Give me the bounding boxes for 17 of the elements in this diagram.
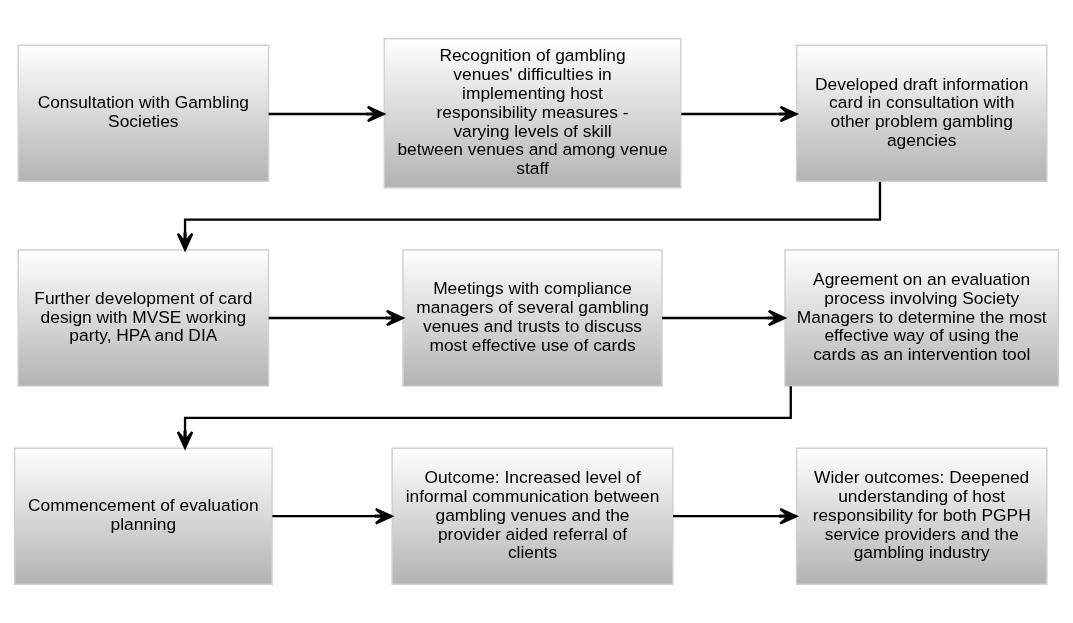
node-box: Developed draft information card in consultation with other problem gambling agencies (795, 44, 1048, 182)
node-box: Agreement on an evaluation process involving Society Managers to determine the most effective way of using the cards as an intervention tool (784, 249, 1060, 387)
node-box: Recognition of gambling venues' difficulties in implementing host responsibility measures - varying levels of skill between venues and among venue staff (383, 38, 682, 189)
arrow (176, 181, 882, 251)
arrow (272, 507, 393, 525)
arrow (681, 105, 798, 123)
arrow (176, 386, 792, 450)
node-box: Commencement of evaluation planning (13, 447, 273, 585)
arrow (268, 105, 385, 123)
arrow (662, 309, 786, 327)
arrow (673, 507, 798, 525)
node-box: Consultation with Gambling Societies (17, 44, 270, 182)
node-box: Meetings with compliance managers of several gambling venues and trusts to discuss most effective use of cards (402, 249, 663, 387)
node-box: Further development of card design with MVSE working party, HPA and DIA (17, 249, 270, 387)
arrow (268, 309, 404, 327)
node-box: Wider outcomes: Deepened understanding of host responsibility for both PGPH service providers and the gambling industry (795, 447, 1048, 585)
node-box: Outcome: Increased level of informal communication between gambling venues and the provider aided referral of clients (391, 447, 674, 585)
